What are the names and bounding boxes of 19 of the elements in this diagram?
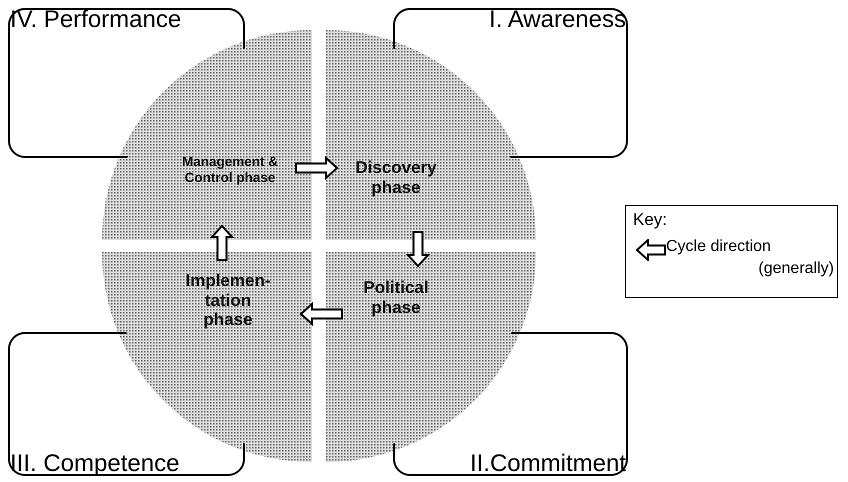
legend-label: Cycle direction (generally) [666,237,834,279]
stage-title: III. Competence [10,450,180,478]
stage-title: II.Commitment [470,450,626,478]
cycle-arrow [295,156,338,180]
quadrant-segment [326,30,536,240]
cycle-arrow [210,224,234,261]
quadrant-segment [102,30,312,240]
stage-title: I. Awareness [489,6,626,34]
phase-label: Political phase [362,278,430,318]
cycle-arrow [406,231,430,268]
key-title: Key: [633,210,668,230]
phase-label: Implemen- tation phase [184,271,272,330]
phase-label: Discovery phase [354,158,438,198]
stage-panel [393,8,628,158]
stage-panel [393,332,628,476]
cycle-arrow [300,302,343,326]
stage-panel [8,8,245,158]
stage-panel [8,332,245,476]
phase-label: Management & Control phase [180,154,280,186]
